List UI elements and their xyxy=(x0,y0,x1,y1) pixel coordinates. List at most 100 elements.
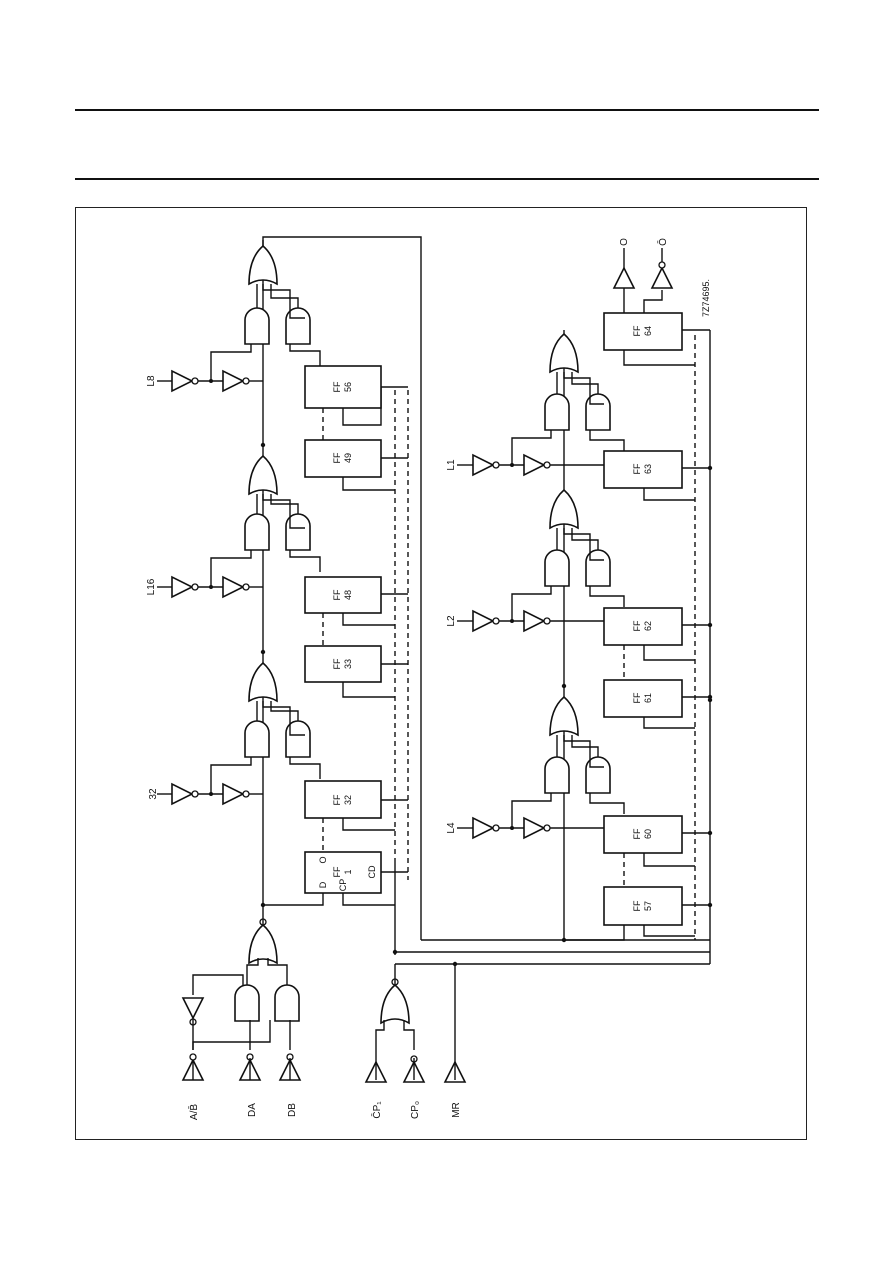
or-gate xyxy=(248,244,278,286)
qbar-output-label: Ō xyxy=(657,238,669,246)
ff-61 xyxy=(603,679,683,718)
svg-text:FF: FF xyxy=(332,658,342,669)
inverter-bubble xyxy=(189,1053,197,1061)
inverter-bubble xyxy=(191,377,199,385)
svg-text:FF: FF xyxy=(332,452,342,463)
svg-text:FF: FF xyxy=(632,900,642,911)
inverter-bubble xyxy=(543,461,551,469)
l16-label: L16 xyxy=(146,578,157,595)
svg-text:O: O xyxy=(318,856,328,863)
svg-text:FF: FF xyxy=(632,325,642,336)
da-input-label: DA xyxy=(247,1103,258,1117)
svg-text:CD: CD xyxy=(367,865,377,878)
svg-text:63: 63 xyxy=(643,464,653,474)
buffer-gate xyxy=(222,575,245,599)
and-gate xyxy=(585,549,611,587)
or-gate xyxy=(549,695,579,737)
ff-64 xyxy=(603,312,683,351)
and-gate xyxy=(544,549,570,587)
and-gate xyxy=(585,393,611,431)
svg-text:62: 62 xyxy=(643,621,653,631)
l8-label: L8 xyxy=(146,375,157,387)
and-gate xyxy=(585,756,611,794)
ab-inverter xyxy=(181,997,205,1020)
svg-text:61: 61 xyxy=(643,693,653,703)
or-gate xyxy=(380,983,410,1025)
and-gate xyxy=(274,984,300,1022)
svg-text:1: 1 xyxy=(343,869,353,874)
svg-text:FF: FF xyxy=(632,463,642,474)
q-output-buffer xyxy=(612,266,636,289)
db-input-label: DB xyxy=(287,1103,298,1117)
input-labels: A/B̄ DA DB C̄P₁ CP₀ MR xyxy=(187,1101,462,1120)
top-rule xyxy=(75,109,819,111)
and-gate xyxy=(244,720,270,758)
ab-input-label: A/B̄ xyxy=(187,1104,200,1120)
inverter-bubble xyxy=(543,617,551,625)
or-gate xyxy=(248,923,278,965)
inverter-bubble xyxy=(658,261,666,269)
ff-32 xyxy=(304,780,382,819)
ff-33 xyxy=(304,645,382,683)
mr-input-label: MR xyxy=(451,1102,462,1118)
inverter-bubble xyxy=(191,583,199,591)
left-gates xyxy=(157,244,321,806)
svg-text:FF: FF xyxy=(332,381,342,392)
input-gates xyxy=(181,918,467,1083)
buffer-gate xyxy=(472,816,495,840)
inverter-bubble xyxy=(543,824,551,832)
right-ff-labels: FF 64 FF 63 FF 62 FF 61 FF 60 FF 57 xyxy=(632,325,653,911)
right-flip-flops xyxy=(603,312,683,926)
inverter-bubble xyxy=(492,824,500,832)
ff-49 xyxy=(304,439,382,478)
buffer-gate xyxy=(523,609,546,633)
svg-text:FF: FF xyxy=(632,620,642,631)
buffer-gate xyxy=(171,782,194,806)
buffer-gate xyxy=(171,369,194,393)
buffer-gate xyxy=(222,369,245,393)
svg-text:FF: FF xyxy=(332,589,342,600)
svg-text:FF: FF xyxy=(632,828,642,839)
ff-48 xyxy=(304,576,382,614)
svg-text:49: 49 xyxy=(343,453,353,463)
svg-text:CP: CP xyxy=(338,879,348,892)
svg-text:32: 32 xyxy=(343,795,353,805)
ff-56 xyxy=(304,365,382,409)
inverter-bubble xyxy=(492,617,500,625)
buffer-gate xyxy=(171,575,194,599)
and-gate xyxy=(285,513,311,551)
left-flip-flops xyxy=(304,365,382,894)
ff-57 xyxy=(603,886,683,926)
qbar-output-buffer xyxy=(650,266,674,289)
ff-60 xyxy=(603,815,683,854)
ff-63 xyxy=(603,450,683,489)
and-gate xyxy=(244,513,270,551)
header-rule xyxy=(75,178,819,180)
l1-label: L1 xyxy=(446,459,457,471)
cp1-input-label: C̄P₁ xyxy=(370,1101,383,1119)
and-gate xyxy=(285,307,311,345)
q-output-label: O xyxy=(619,238,630,246)
cp0-input-label: CP₀ xyxy=(410,1101,421,1119)
svg-text:D: D xyxy=(318,881,328,888)
buffer-gate xyxy=(523,816,546,840)
ff-1 xyxy=(304,851,382,894)
ff-62 xyxy=(603,607,683,646)
inverter-bubble xyxy=(492,461,500,469)
input-wiring xyxy=(192,902,458,1080)
svg-text:60: 60 xyxy=(643,829,653,839)
svg-text:FF: FF xyxy=(632,692,642,703)
l32-label: 32 xyxy=(148,788,159,800)
right-gates xyxy=(457,248,713,943)
l4-label: L4 xyxy=(446,822,457,834)
inverter-bubble xyxy=(242,790,250,798)
inverter-bubble xyxy=(242,377,250,385)
and-gate xyxy=(544,756,570,794)
svg-text:57: 57 xyxy=(643,901,653,911)
or-gate xyxy=(549,488,579,530)
svg-text:FF: FF xyxy=(332,794,342,805)
svg-text:48: 48 xyxy=(343,590,353,600)
buffer-gate xyxy=(222,782,245,806)
buffer-gate xyxy=(472,453,495,477)
